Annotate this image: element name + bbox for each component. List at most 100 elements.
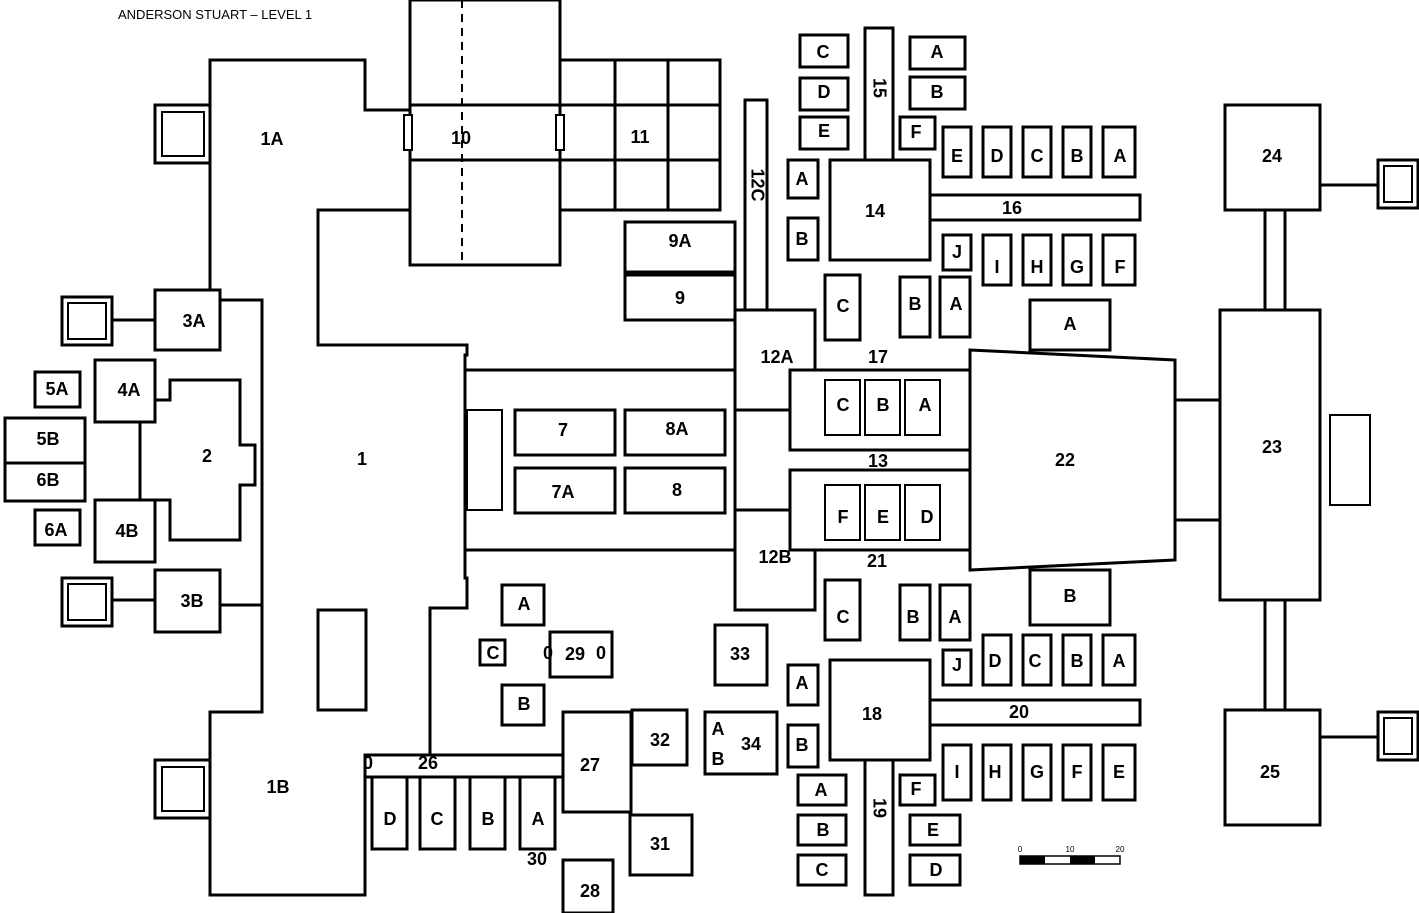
room-label: C [816, 860, 829, 880]
map-title: ANDERSON STUART – LEVEL 1 [118, 7, 312, 22]
room-19e-box [908, 813, 962, 847]
room-label: 21 [867, 551, 887, 571]
room-label: 18 [862, 704, 882, 724]
room-20i-box [941, 743, 973, 802]
room-15d-box [798, 76, 850, 112]
room-label: B [712, 749, 725, 769]
room-19b-box [796, 813, 848, 847]
room-label-vertical: 12C [747, 168, 767, 201]
room-24-box [1223, 103, 1322, 212]
room-label: 14 [865, 201, 885, 221]
room-20d-box [981, 633, 1013, 687]
room-34-box [703, 710, 779, 776]
room-13e-box [864, 484, 901, 541]
stair-1a-inner [161, 111, 205, 157]
room-6a-box [33, 508, 82, 547]
room-label: D [989, 651, 1002, 671]
room-29a-box [500, 583, 546, 627]
room-label: 0 [363, 753, 373, 773]
room-label: 12B [758, 547, 791, 567]
corridor-12c [743, 98, 769, 312]
room-19a-box [796, 773, 848, 807]
room-22b-box [1028, 568, 1112, 627]
room-label: E [951, 146, 963, 166]
room-17b-box [898, 275, 932, 339]
room-13b-box [864, 379, 901, 436]
room-label: C [837, 296, 850, 316]
room-label: 9A [668, 231, 691, 251]
room-label: 12A [760, 347, 793, 367]
stair-sw-inner [67, 583, 107, 621]
room-label: B [907, 607, 920, 627]
room-26a-box [518, 775, 557, 851]
room-31-box [628, 813, 694, 877]
room-20g-box [1021, 743, 1053, 802]
room-label: A [796, 169, 809, 189]
room-19f-box [898, 773, 937, 807]
room-label: 5A [45, 379, 68, 399]
room-21b-box [898, 583, 932, 642]
room-9a-box [623, 220, 737, 274]
room-18a-box [786, 663, 820, 707]
room-28-box [561, 858, 615, 913]
room-20e-box [1101, 743, 1137, 802]
room-16b-box [1061, 125, 1093, 179]
room-label: E [1113, 762, 1125, 782]
scale-tick-label: 0 [1018, 845, 1023, 854]
room-label: D [930, 860, 943, 880]
room-label: D [384, 809, 397, 829]
corridor-20 [928, 698, 1142, 727]
room-label: 1A [260, 129, 283, 149]
room-13f-box [824, 484, 861, 541]
room-label: A [1113, 651, 1126, 671]
room-label: 11 [630, 127, 649, 147]
room-label: J [952, 242, 962, 262]
room-label: 2 [202, 446, 212, 466]
room-label: A [815, 780, 828, 800]
room-12b-box [733, 508, 817, 612]
corridor-16 [928, 193, 1142, 222]
room-label: C [837, 607, 850, 627]
room-29c-box [478, 638, 507, 667]
room-label: G [1030, 762, 1044, 782]
stair-1b-inner [161, 766, 205, 812]
room-26d-box [370, 775, 409, 851]
room-15f-box [898, 115, 937, 151]
room-label: 4A [117, 380, 140, 400]
room-29-box [548, 630, 614, 679]
room-13a-box [904, 379, 941, 436]
room-7-box [513, 408, 617, 457]
room-16c-box [1021, 125, 1053, 179]
room-label: B [1064, 586, 1077, 606]
corridor-19 [863, 758, 895, 897]
room-15e-box [798, 115, 850, 151]
room-label: A [949, 607, 962, 627]
room-label: 4B [115, 521, 138, 541]
room-label: B [482, 809, 495, 829]
room-label: 27 [580, 755, 600, 775]
corridor-24 [1263, 208, 1287, 312]
room-label: H [1031, 257, 1044, 277]
room-16i-box [981, 233, 1013, 287]
room-label: 30 [527, 849, 547, 869]
room-26b-box [468, 775, 507, 851]
room-15b-box [908, 75, 967, 111]
room-5b-box [3, 416, 87, 465]
scale-bar [1019, 855, 1121, 865]
room-label: C [817, 42, 830, 62]
room-label: B [1071, 146, 1084, 166]
room-label: 6A [44, 520, 67, 540]
room-13c-box [824, 379, 861, 436]
room-label: 20 [1009, 702, 1029, 722]
room-label-vertical: 15 [869, 78, 889, 98]
room-label: B [518, 694, 531, 714]
stair-ne-inner [1383, 165, 1413, 203]
room-label: I [994, 257, 999, 277]
corridor-15 [863, 26, 895, 162]
room-label: 29 [565, 644, 585, 664]
room-label: E [877, 507, 889, 527]
room-20a-box [1101, 633, 1137, 687]
room-label: 26 [418, 753, 438, 773]
room-27-box [561, 710, 633, 814]
room-label: 1B [266, 777, 289, 797]
